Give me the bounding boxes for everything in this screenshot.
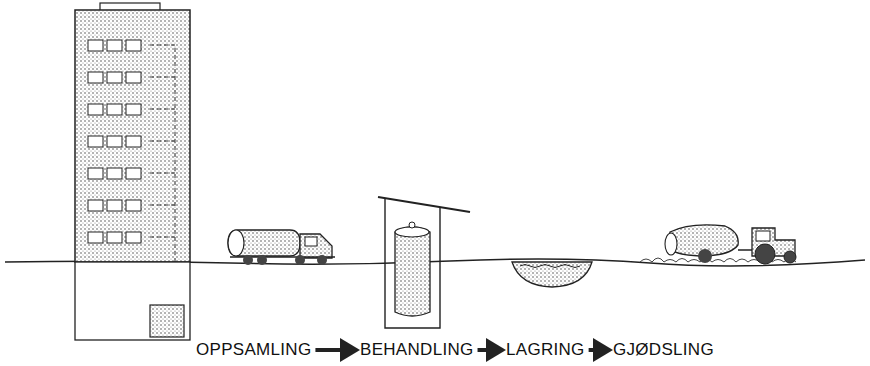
flow-arrow — [478, 348, 502, 352]
lagoon-ripple — [520, 265, 580, 268]
building-wall — [75, 10, 190, 262]
window — [107, 72, 122, 83]
window — [107, 40, 122, 51]
wheel — [295, 255, 305, 265]
window — [88, 136, 103, 147]
window — [126, 136, 141, 147]
window — [88, 232, 103, 243]
wheel — [698, 249, 712, 263]
storage-lagoon — [512, 262, 592, 287]
window — [88, 40, 103, 51]
cab-window — [305, 237, 317, 246]
wheel — [243, 255, 253, 265]
wheel — [257, 255, 267, 265]
window — [107, 232, 122, 243]
window — [126, 72, 141, 83]
treatment-tank — [378, 197, 470, 328]
shelter-roof — [378, 197, 470, 212]
window — [107, 200, 122, 211]
flow-arrow — [589, 348, 609, 352]
step-text: OPPSAMLING — [196, 340, 311, 360]
truck-cab — [300, 234, 332, 258]
window — [126, 232, 141, 243]
rear-wheel — [755, 244, 775, 264]
window — [126, 168, 141, 179]
window — [88, 168, 103, 179]
window — [107, 136, 122, 147]
flow-arrow — [315, 348, 356, 352]
tractor-spreader — [640, 225, 796, 264]
step-text: LAGRING — [506, 340, 585, 360]
window — [107, 168, 122, 179]
drawbar — [738, 249, 752, 251]
window — [126, 200, 141, 211]
window — [88, 72, 103, 83]
cab-window — [756, 231, 770, 241]
window — [88, 104, 103, 115]
truck-tank — [228, 230, 300, 256]
step-label: OPPSAMLING — [196, 340, 311, 360]
lagoon — [512, 262, 592, 287]
collection-tank — [150, 305, 184, 337]
tanker-truck — [228, 230, 335, 265]
step-text: BEHANDLING — [360, 340, 474, 360]
window — [126, 40, 141, 51]
tank-body — [395, 227, 430, 316]
step-text: GJØDSLING — [613, 340, 714, 360]
window — [126, 104, 141, 115]
step-label: BEHANDLING — [360, 340, 474, 360]
wheel — [317, 255, 327, 265]
window — [88, 200, 103, 211]
windows — [88, 40, 141, 243]
step-label: LAGRING — [506, 340, 585, 360]
basement — [75, 262, 190, 340]
shelter-frame — [385, 198, 440, 328]
tank-end — [665, 233, 677, 255]
front-wheel — [784, 251, 796, 263]
tank-handle — [409, 222, 415, 228]
window — [107, 104, 122, 115]
step-label: GJØDSLING — [613, 340, 714, 360]
apartment-building — [75, 3, 190, 340]
tank-end — [228, 230, 244, 256]
